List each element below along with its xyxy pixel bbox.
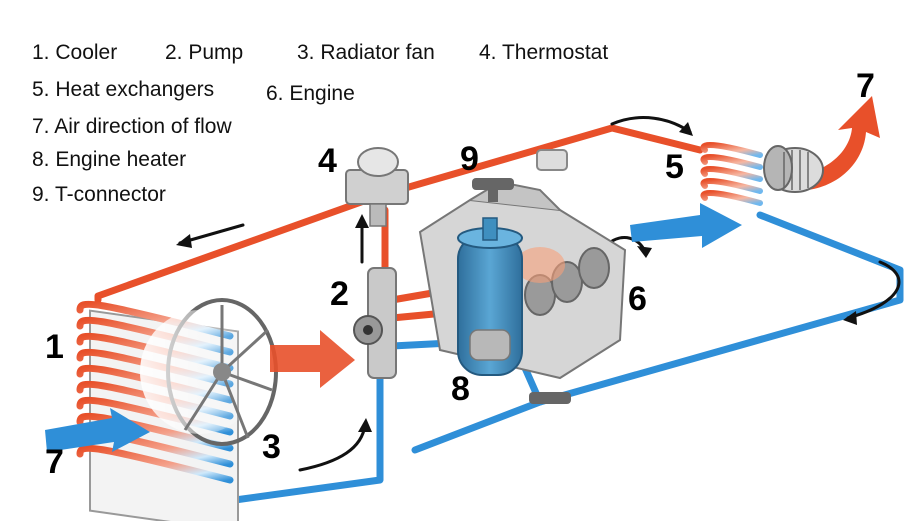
hot-pipe-top-right <box>374 124 704 200</box>
engine-cylinders <box>524 247 610 316</box>
heat-exchanger <box>700 142 824 206</box>
legend-item-t-connector: 9. T-connector <box>32 183 166 206</box>
air-through-arrow <box>270 330 355 388</box>
callout-engine-heater: 8 <box>451 370 470 408</box>
callout-cooler: 1 <box>45 328 64 366</box>
legend-item-air-direction: 7. Air direction of flow <box>32 115 232 138</box>
legend-item-engine: 6. Engine <box>266 82 355 105</box>
flow-arrowhead-bottom <box>358 418 372 432</box>
callout-air-out: 7 <box>856 67 875 105</box>
callout-heat-exchanger: 5 <box>665 148 684 186</box>
legend-item-heat-exchangers: 5. Heat exchangers <box>32 78 215 101</box>
callout-pump: 2 <box>330 275 349 313</box>
callout-radiator-fan: 3 <box>262 428 281 466</box>
fan-hub <box>213 363 231 381</box>
callout-t-connector: 9 <box>460 140 479 178</box>
cold-pipe-return <box>411 211 904 454</box>
thermostat <box>345 147 409 227</box>
cold-pipe-bottom-left <box>231 368 384 504</box>
blower-fan <box>763 145 824 193</box>
flow-arrowhead-top-right <box>679 122 693 136</box>
flow-arrowhead-engine-2 <box>637 246 652 258</box>
legend-item-thermostat: 4. Thermostat <box>479 41 609 64</box>
hot-pipe-top-left <box>94 192 382 304</box>
legend-item-radiator-fan: 3. Radiator fan <box>297 41 435 64</box>
air-inflow-arrow <box>45 408 150 452</box>
callout-engine: 6 <box>628 280 647 318</box>
radiator-fan <box>140 298 278 446</box>
flow-arrow-bottom <box>298 423 367 472</box>
flow-arrowhead-thermostat-up <box>355 214 369 228</box>
engine-highlight <box>515 247 565 283</box>
callout-thermostat: 4 <box>318 142 337 180</box>
air-outflow-arrow <box>800 96 880 190</box>
coolant-pump <box>353 267 397 379</box>
legend-item-cooler: 1. Cooler <box>32 41 118 64</box>
callout-air-in: 7 <box>45 443 64 481</box>
air-to-exchanger-arrow <box>630 203 742 248</box>
engine-heater <box>457 217 523 376</box>
fan-glow <box>140 310 260 434</box>
flow-arrowhead-right-curve <box>843 311 857 325</box>
flow-arrowhead-top-left <box>176 234 192 248</box>
legend-item-pump: 2. Pump <box>165 41 244 64</box>
t-connector <box>472 149 571 404</box>
legend-item-engine-heater: 8. Engine heater <box>32 148 187 171</box>
flow-arrow-right-curve <box>846 260 901 320</box>
